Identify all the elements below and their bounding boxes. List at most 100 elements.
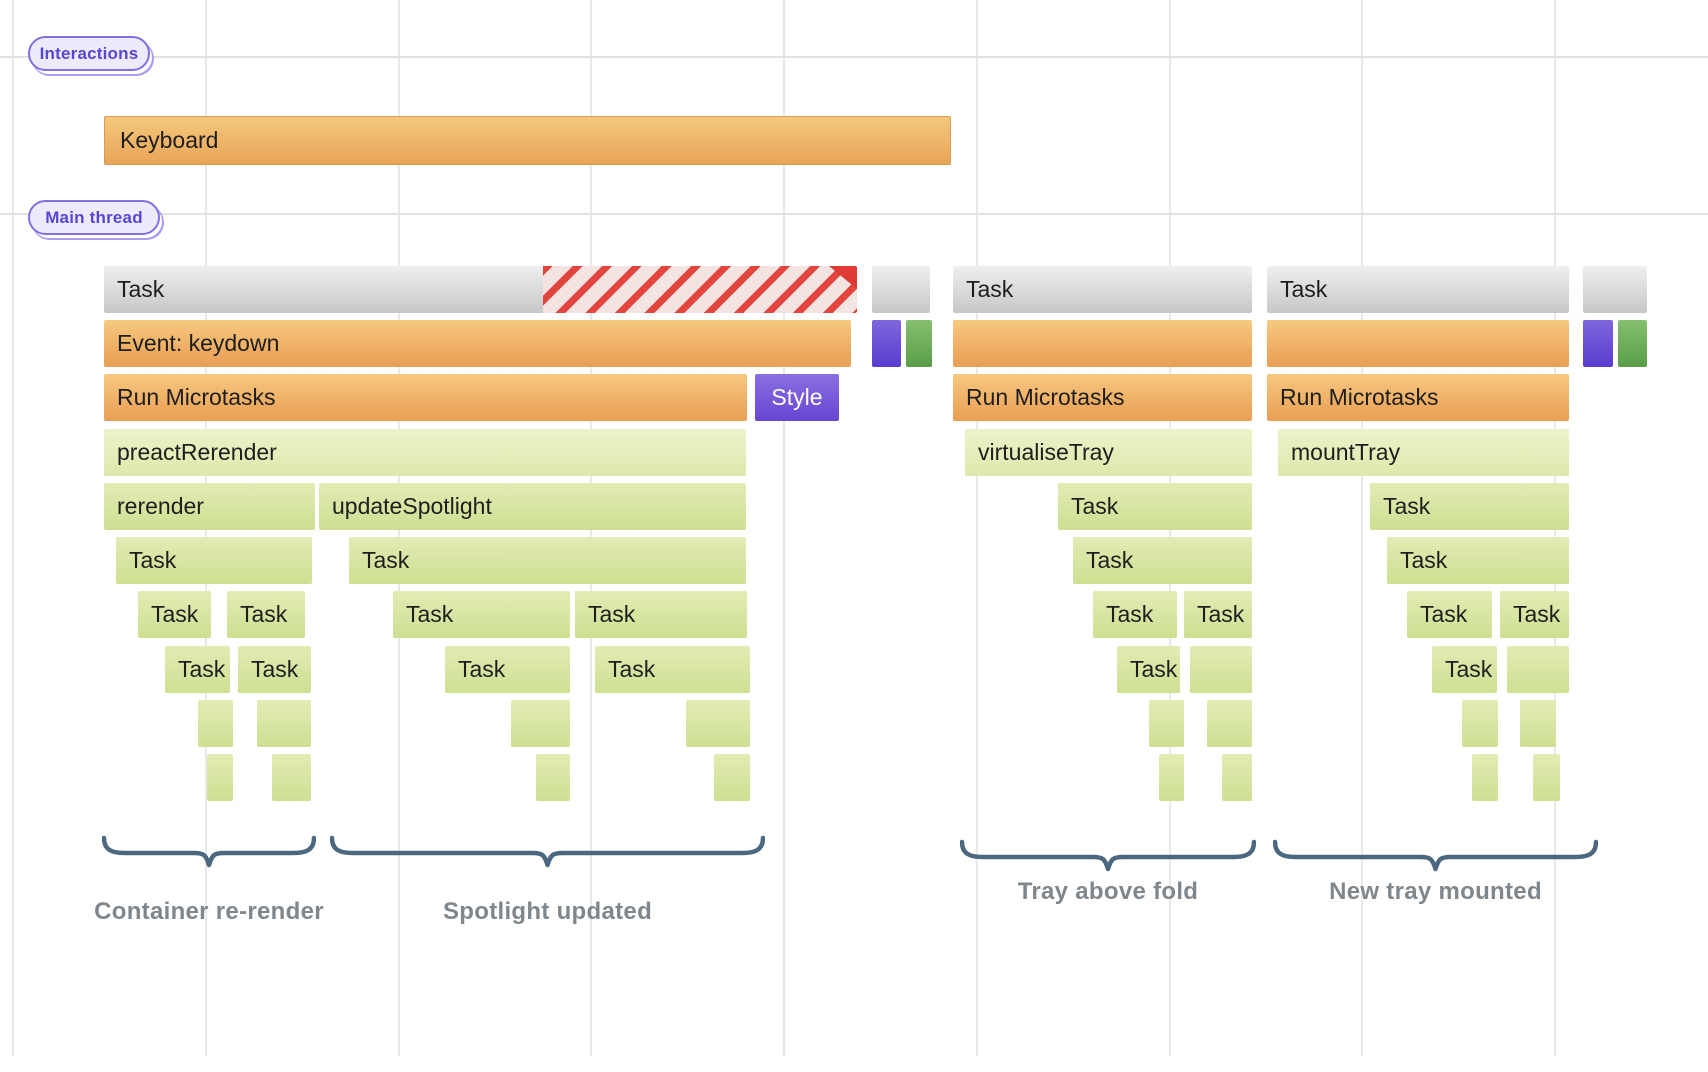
flame-bar-label: Task: [1197, 601, 1245, 627]
flame-bar[interactable]: [1507, 646, 1569, 693]
main-thread-track-pill[interactable]: Main thread: [28, 200, 160, 235]
flame-bar[interactable]: Task: [1058, 483, 1252, 530]
flame-bar[interactable]: [257, 700, 311, 747]
flame-bar-label: Task: [1086, 547, 1134, 573]
flame-bar-label: Task: [966, 276, 1014, 302]
flame-bar[interactable]: [536, 754, 570, 801]
flame-bar[interactable]: Run Microtasks: [104, 374, 747, 421]
flame-bar-label: Task: [151, 601, 199, 627]
flame-bar-label: updateSpotlight: [332, 493, 492, 519]
flame-bar[interactable]: Task: [1093, 591, 1177, 638]
flame-bar[interactable]: Task: [1432, 646, 1497, 693]
flame-bar[interactable]: Task: [1407, 591, 1492, 638]
flame-bar[interactable]: Task: [1073, 537, 1252, 584]
flame-bar[interactable]: [1583, 320, 1613, 367]
flame-bar-label: Task: [1420, 601, 1468, 627]
interactions-track-label: Interactions: [39, 43, 139, 63]
interaction-keyboard-bar[interactable]: Keyboard: [104, 116, 951, 165]
flame-bar[interactable]: [1520, 700, 1556, 747]
flame-bar[interactable]: [1149, 700, 1184, 747]
flame-bar[interactable]: Task: [227, 591, 305, 638]
timeline-gridline: [976, 0, 978, 1056]
flame-bar-label: Task: [588, 601, 636, 627]
flame-bar-label: Style: [771, 384, 823, 410]
flame-bar[interactable]: [1472, 754, 1498, 801]
flame-bar[interactable]: Task: [393, 591, 570, 638]
flame-bar[interactable]: Task: [165, 646, 230, 693]
flame-bar-label: Task: [1445, 656, 1493, 682]
interaction-keyboard-label: Keyboard: [120, 127, 219, 153]
flame-bar[interactable]: updateSpotlight: [319, 483, 746, 530]
flame-bar[interactable]: Task: [595, 646, 750, 693]
main-thread-track-label: Main thread: [45, 207, 143, 227]
track-separator-line: [0, 213, 1708, 215]
flame-bar-label: Task: [1071, 493, 1119, 519]
flame-bar[interactable]: Task: [1500, 591, 1569, 638]
flame-bar[interactable]: [1222, 754, 1252, 801]
flame-bar[interactable]: Task: [1370, 483, 1569, 530]
interactions-track-pill[interactable]: Interactions: [28, 36, 150, 71]
flame-bar[interactable]: [872, 266, 930, 313]
flame-bar[interactable]: Task: [1267, 266, 1569, 313]
annotation-label: Tray above fold: [1017, 878, 1199, 905]
flame-bar[interactable]: [686, 700, 750, 747]
flame-bar-label: Task: [362, 547, 410, 573]
flame-bar[interactable]: Task: [116, 537, 312, 584]
flame-bar-label: preactRerender: [117, 439, 277, 465]
flame-bar[interactable]: [906, 320, 932, 367]
annotation-label: New tray mounted: [1329, 878, 1542, 905]
flame-bar[interactable]: virtualiseTray: [965, 429, 1252, 476]
flame-bar-label: Run Microtasks: [1280, 384, 1439, 410]
flame-bar[interactable]: Task: [953, 266, 1252, 313]
flame-bar[interactable]: [207, 754, 233, 801]
annotation-label: Spotlight updated: [442, 898, 653, 925]
track-separator-line: [0, 56, 1708, 58]
brace-icon: [960, 839, 1256, 872]
flame-bar[interactable]: [1533, 754, 1560, 801]
brace-icon: [330, 835, 765, 868]
flame-bar[interactable]: [511, 700, 570, 747]
flame-bar-label: Task: [458, 656, 506, 682]
flame-bar[interactable]: Run Microtasks: [953, 374, 1252, 421]
brace-icon: [102, 835, 316, 868]
flame-bar[interactable]: [1583, 266, 1647, 313]
flame-bar-label: Task: [406, 601, 454, 627]
flame-bar[interactable]: [272, 754, 311, 801]
flame-bar[interactable]: [1462, 700, 1498, 747]
flame-bar-label: virtualiseTray: [978, 439, 1114, 465]
flame-bar[interactable]: preactRerender: [104, 429, 746, 476]
flame-bar[interactable]: [198, 700, 233, 747]
flame-bar-label: Task: [1383, 493, 1431, 519]
flame-bar-label: mountTray: [1291, 439, 1401, 465]
flame-bar[interactable]: [953, 320, 1252, 367]
flame-bar[interactable]: [1207, 700, 1252, 747]
flame-bar[interactable]: Task: [238, 646, 311, 693]
flame-bar[interactable]: Task: [575, 591, 747, 638]
timeline-gridline: [1361, 0, 1363, 1056]
flame-bar-label: Task: [1106, 601, 1154, 627]
flame-bar-label: Task: [117, 276, 165, 302]
flame-bar[interactable]: [1190, 646, 1252, 693]
flame-bar[interactable]: Style: [755, 374, 839, 421]
flame-bar[interactable]: rerender: [104, 483, 315, 530]
long-task-striped-region: [543, 266, 857, 313]
timeline-gridline: [783, 0, 785, 1056]
flame-bar[interactable]: Event: keydown: [104, 320, 851, 367]
flame-bar[interactable]: Task: [138, 591, 211, 638]
flame-bar[interactable]: [1159, 754, 1184, 801]
flame-bar[interactable]: Run Microtasks: [1267, 374, 1569, 421]
flame-bar[interactable]: Task: [445, 646, 570, 693]
flame-bar[interactable]: Task: [104, 266, 857, 313]
flame-bar-label: Task: [1400, 547, 1448, 573]
flame-bar[interactable]: [1267, 320, 1569, 367]
flame-bar[interactable]: [872, 320, 901, 367]
flame-bar[interactable]: mountTray: [1278, 429, 1569, 476]
flame-bar[interactable]: Task: [1117, 646, 1180, 693]
flame-bar[interactable]: [714, 754, 750, 801]
flame-bar[interactable]: Task: [349, 537, 746, 584]
flame-bar[interactable]: Task: [1184, 591, 1252, 638]
flame-bar-label: Task: [240, 601, 288, 627]
flame-bar[interactable]: Task: [1387, 537, 1569, 584]
flame-bar[interactable]: [1618, 320, 1647, 367]
